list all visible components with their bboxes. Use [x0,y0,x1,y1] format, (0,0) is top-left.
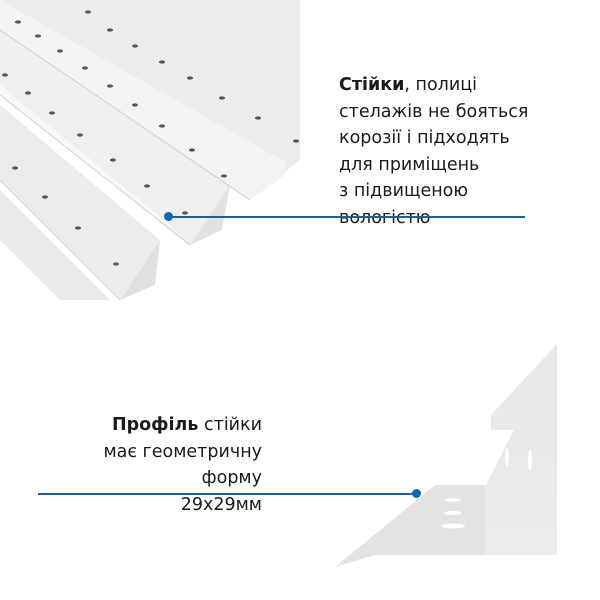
corrosion-callout-text: Стійки, полиці стелажів не бояться короз… [339,75,529,228]
callout-bold-title: Профіль [111,415,199,435]
callout-bold-title: Стійки [339,75,405,95]
perforated-profiles-image [0,0,300,300]
callout-pointer-line [38,493,418,495]
callout-pointer-dot [412,489,421,498]
callout-pointer-dot [164,212,173,221]
callout-pointer-line [168,216,525,218]
profile-callout-text: Профіль стійки має геометричну форму 29x… [103,415,262,515]
angle-profile-image [335,344,557,567]
